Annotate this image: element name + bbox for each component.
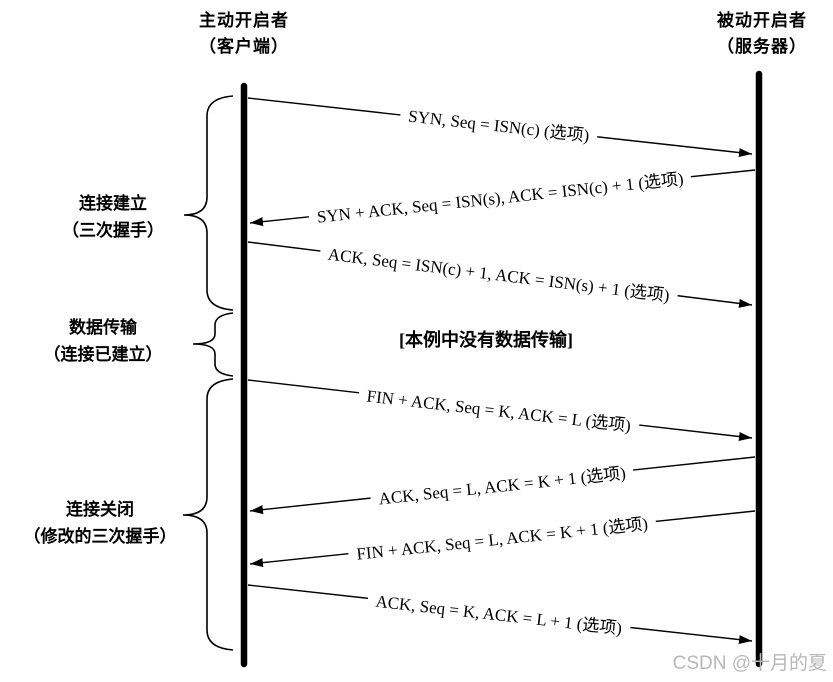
client-subtitle: （客户端） [199, 37, 289, 56]
server-subtitle: （服务器） [717, 37, 807, 56]
brace-data-transfer [192, 312, 234, 377]
server-title: 被动开启者 [717, 11, 807, 30]
phase-subtitle: （三次握手） [62, 221, 164, 240]
phase-title: 连接关闭 [66, 500, 134, 519]
brace-connection-establish [183, 95, 234, 311]
client-header: 主动开启者 （客户端） [174, 8, 314, 60]
phase-data-transfer: 数据传输 （连接已建立） [13, 314, 193, 368]
phase-connection-close: 连接关闭 （修改的三次握手） [5, 496, 195, 550]
no-data-transfer-note: [本例中没有数据传输] [399, 330, 573, 350]
phase-connection-establish: 连接建立 （三次握手） [33, 190, 193, 244]
client-title: 主动开启者 [199, 11, 289, 30]
phase-title: 数据传输 [69, 318, 137, 337]
csdn-watermark: CSDN @十月的夏 [672, 653, 827, 674]
phase-subtitle: （修改的三次握手） [23, 527, 177, 546]
brace-connection-close [182, 378, 234, 651]
server-header: 被动开启者 （服务器） [699, 8, 825, 60]
phase-title: 连接建立 [79, 194, 147, 213]
phase-subtitle: （连接已建立） [43, 345, 163, 364]
